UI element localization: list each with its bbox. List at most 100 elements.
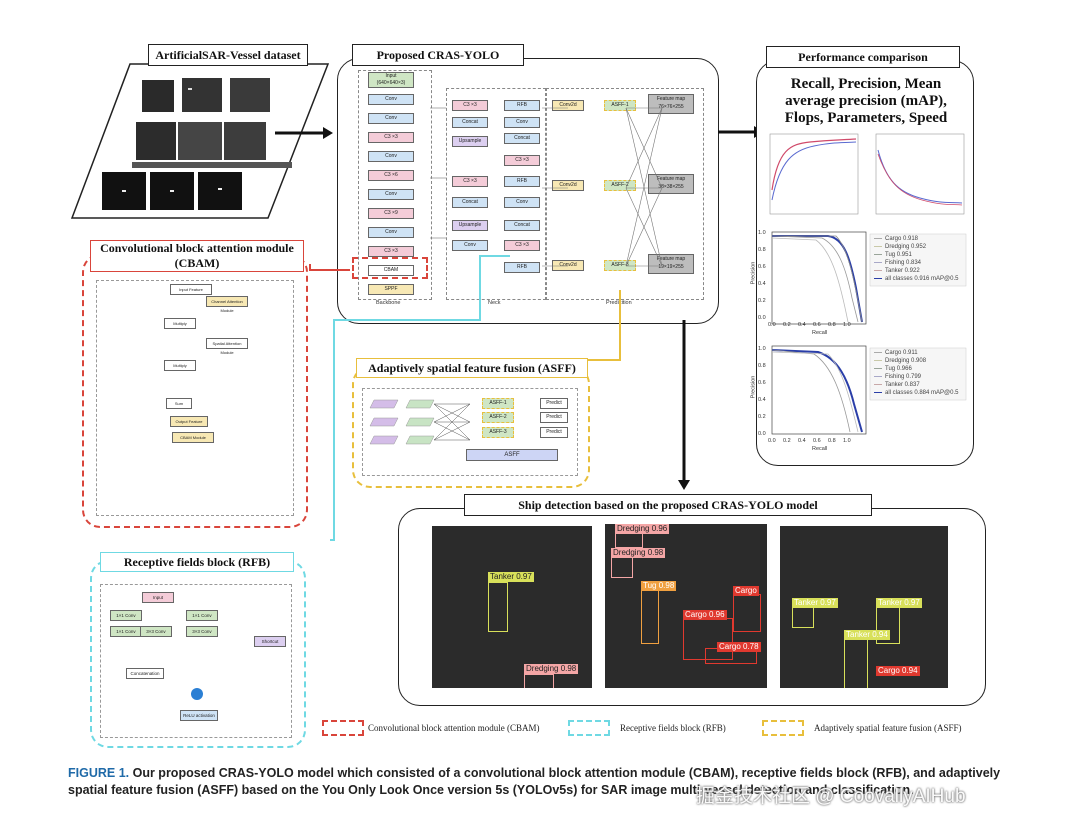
backbone-block: C3 ×3 — [368, 132, 414, 143]
asff-footer: ASFF — [466, 449, 558, 461]
dataset-title: ArtificialSAR-Vessel dataset — [148, 44, 308, 66]
cbam-block: Multiply — [164, 360, 196, 371]
cbam-diagram — [96, 280, 294, 516]
predict-block: Predict — [540, 427, 568, 438]
y-tick-label: 0.6 — [758, 380, 766, 386]
x-tick-label: 0.2 — [783, 438, 791, 444]
legend-swatch — [874, 391, 882, 394]
neck-block: Conv — [452, 240, 488, 251]
y-tick-label: 0.0 — [758, 431, 766, 437]
x-tick-label: 0.8 — [828, 438, 836, 444]
dataset-arrow — [275, 127, 333, 139]
legend-text: Tanker 0.922 — [885, 268, 920, 274]
rfb-block: 3×3 Conv — [140, 626, 172, 637]
det-label: Dredging 0.98 — [524, 664, 579, 674]
neck-block: Conv — [504, 197, 540, 208]
watermark: 掘金技术社区 @ CoovallyAIHub — [696, 786, 966, 807]
legend-text: Tug 0.966 — [885, 366, 912, 372]
feature-map-line1: Feature map — [656, 256, 686, 262]
neck-block: Upsample — [452, 220, 488, 231]
legend-text: Cargo 0.911 — [885, 350, 918, 356]
backbone-block: CBAM — [368, 265, 414, 276]
legend-entry: Tug 0.951 — [874, 252, 912, 258]
y-tick-label: 0.2 — [758, 414, 766, 420]
x-tick-label: 0.6 — [813, 438, 821, 444]
rfb-block: Concatenation — [126, 668, 164, 679]
x-tick-label: 0.6 — [813, 322, 821, 328]
asff-block: ASFF-2 — [604, 180, 636, 191]
cbam-block: Input Feature — [170, 284, 212, 295]
det-box — [615, 532, 643, 548]
rfb-block: 1×1 Conv — [110, 610, 142, 621]
conv2d-block: Conv2d — [552, 180, 584, 191]
legend-rfb-label: Receptive fields block (RFB) — [620, 723, 726, 733]
asff-label-block: ASFF-2 — [482, 412, 514, 423]
backbone-block: C3 ×9 — [368, 208, 414, 219]
pr2-xlabel: Recall — [812, 446, 828, 452]
x-tick-label: 0.8 — [828, 322, 836, 328]
y-tick-label: 0.6 — [758, 264, 766, 270]
loss-curve-plots — [769, 133, 965, 215]
det-label: Cargo 0.78 — [717, 642, 761, 652]
neck-block: C3 ×3 — [452, 100, 488, 111]
x-tick-label: 1.0 — [843, 322, 851, 328]
backbone-block: Conv — [368, 189, 414, 200]
legend-entry: Cargo 0.918 — [874, 236, 918, 242]
asff-label-block: ASFF-1 — [482, 398, 514, 409]
x-tick-label: 0.0 — [768, 322, 776, 328]
detection-image-3: Tanker 0.97 Tanker 0.97 Tanker 0.94 Carg… — [780, 526, 948, 688]
performance-heading: Recall, Precision, Mean average precisio… — [784, 76, 948, 126]
legend-entry: Fishing 0.834 — [874, 260, 921, 266]
neck-block: Concat — [504, 220, 540, 231]
det-label: Dredging 0.96 — [615, 524, 670, 534]
x-tick-label: 1.0 — [843, 438, 851, 444]
det-label: Tanker 0.97 — [488, 572, 534, 582]
legend-swatch — [874, 245, 882, 248]
legend-swatch — [874, 261, 882, 264]
rfb-block: Shortcut — [254, 636, 286, 647]
cras-connections — [430, 107, 663, 267]
conv2d-block: Conv2d — [552, 100, 584, 111]
legend-asff-swatch — [762, 720, 804, 736]
legend-swatch — [874, 367, 882, 370]
detection-image-1: Tanker 0.97 Dredging 0.98 — [432, 526, 592, 688]
detection-image-2: Dredging 0.96 Dredging 0.98 Tug 0.98 Car… — [605, 524, 767, 688]
backbone-label: Backbone — [376, 300, 401, 306]
legend-entry: Tug 0.966 — [874, 366, 912, 372]
cbam-block: Multiply — [164, 318, 196, 329]
caption-text: Our proposed CRAS-YOLO model which consi… — [68, 766, 1001, 797]
asff-block: ASFF-1 — [604, 100, 636, 111]
legend-entry: Tanker 0.922 — [874, 268, 920, 274]
neck-block: C3 ×3 — [504, 240, 540, 251]
asff-diagram — [362, 388, 578, 476]
det-box-tanker — [488, 582, 508, 632]
legend-asff-label: Adaptively spatial feature fusion (ASFF) — [814, 723, 962, 733]
rfb-block: ReLU activation — [180, 710, 218, 721]
legend-entry: all classes 0.884 mAP@0.5 — [874, 390, 958, 396]
pr2-ylabel: Precision — [750, 375, 757, 399]
det-label: Tanker 0.97 — [876, 598, 922, 608]
y-tick-label: 1.0 — [758, 346, 766, 352]
legend-entry: Fishing 0.799 — [874, 374, 921, 380]
neck-block: C3 ×3 — [504, 155, 540, 166]
x-tick-label: 0.4 — [798, 322, 806, 328]
y-tick-label: 0.2 — [758, 298, 766, 304]
rfb-block: Input — [142, 592, 174, 603]
cbam-highlight — [352, 257, 428, 279]
y-tick-label: 0.4 — [758, 281, 766, 287]
legend-cbam-swatch — [322, 720, 364, 736]
legend-rfb-swatch — [568, 720, 610, 736]
det-box — [641, 586, 659, 644]
x-tick-label: 0.2 — [783, 322, 791, 328]
det-label: Tanker 0.94 — [844, 630, 890, 640]
legend-text: all classes 0.884 mAP@0.5 — [885, 390, 959, 396]
det-box-dredging — [524, 674, 554, 688]
predict-block: Predict — [540, 398, 568, 409]
rfb-sum-node — [191, 688, 203, 700]
backbone-block: C3 ×3 — [368, 246, 414, 257]
legend-text: Fishing 0.799 — [885, 374, 922, 380]
legend-text: all classes 0.916 mAP@0.5 — [885, 276, 959, 282]
input-block: Input(640×640×3) — [368, 72, 414, 88]
det-box — [733, 594, 761, 632]
